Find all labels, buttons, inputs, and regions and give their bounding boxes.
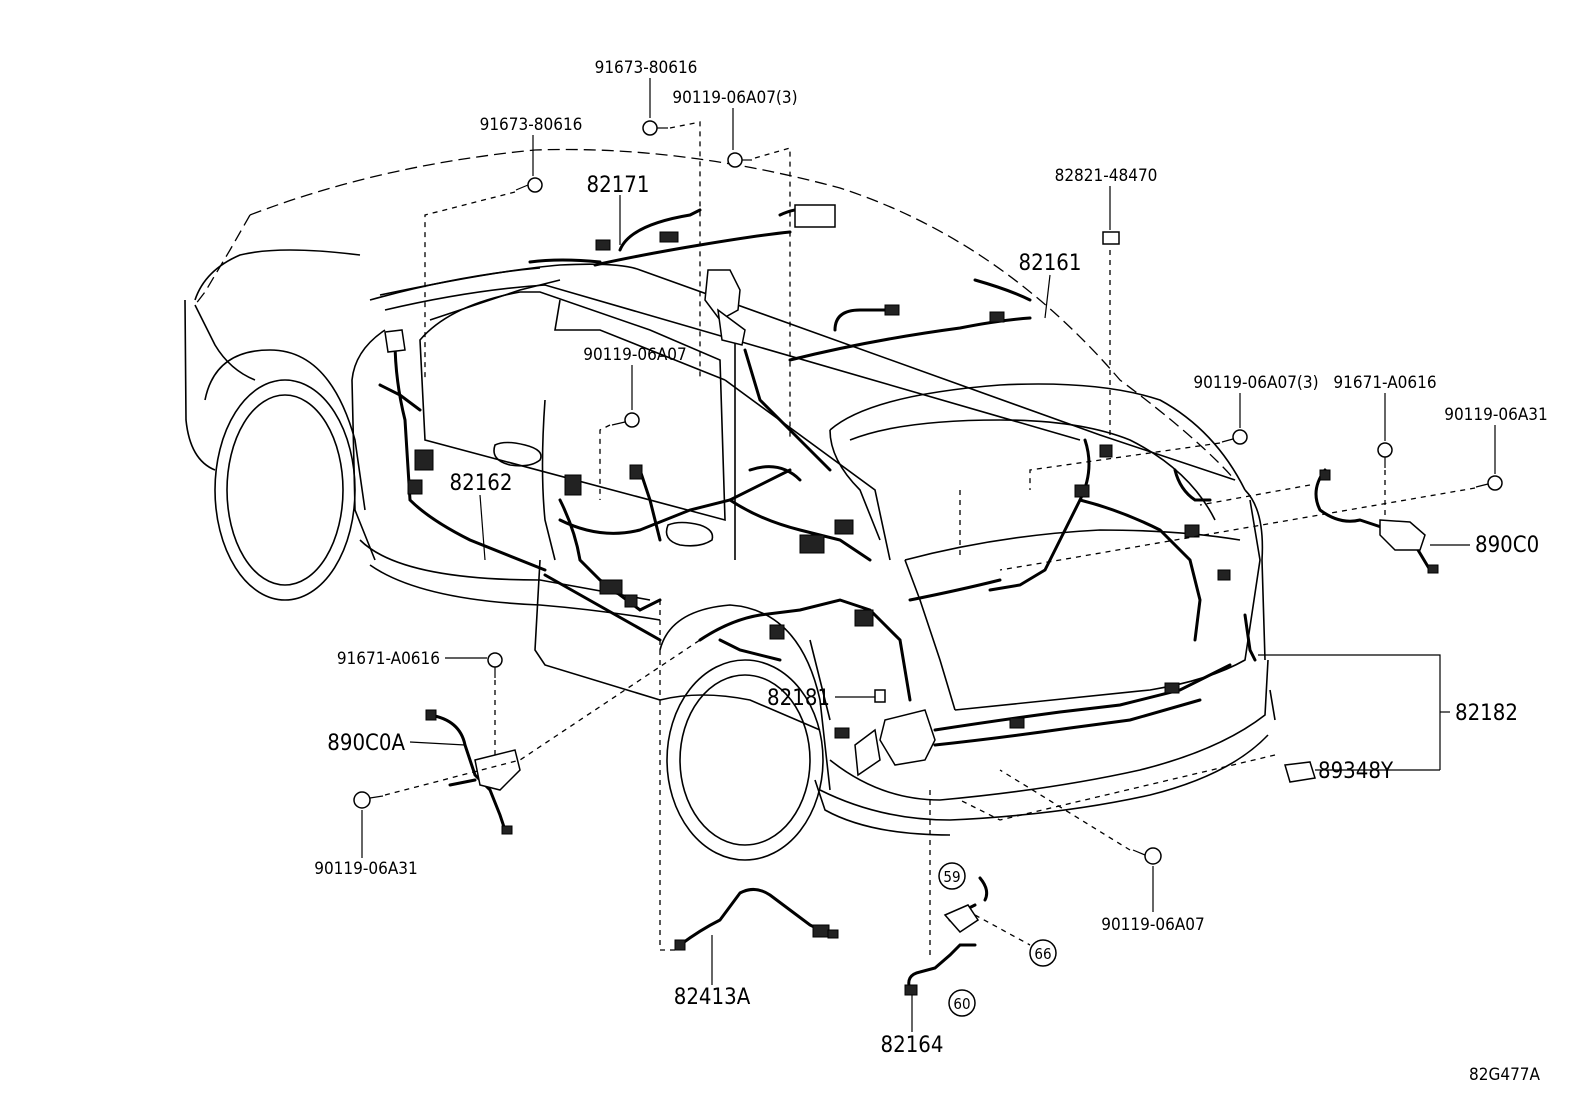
- connector-markers: 59 66 60: [938, 862, 1057, 1017]
- bolt-90119-center: [611, 412, 640, 428]
- callout-91671-A0616-right: 91671-A0616: [1333, 373, 1436, 393]
- callout-82413A: 82413A: [674, 985, 751, 1010]
- callout-91673-80616-top: 91673-80616: [595, 58, 698, 78]
- clip-82821: [1102, 231, 1120, 245]
- callout-90119-06A31-left: 90119-06A31: [314, 859, 418, 879]
- bolt-90119-right: [1221, 429, 1248, 445]
- callout-89348Y: 89348Y: [1318, 759, 1394, 784]
- dashed-guide-lines: [384, 121, 1476, 955]
- leader-lines: [361, 78, 1496, 1032]
- connector-marker-66: 66: [1029, 939, 1057, 967]
- sensor-harness-890C0A: [425, 709, 521, 835]
- bolt-91673-top: [642, 120, 668, 136]
- connector-marker-60: 60: [948, 989, 976, 1017]
- grommet-89348Y: [1284, 761, 1316, 783]
- diagram-code: 82G477A: [1469, 1065, 1540, 1085]
- sensor-harness-890C0: [1314, 468, 1439, 574]
- svg-text:60: 60: [953, 995, 970, 1013]
- callout-82821-48470: 82821-48470: [1055, 166, 1158, 186]
- callout-82181: 82181: [767, 686, 830, 711]
- callout-90119-06A07-3-top: 90119-06A07(3): [672, 88, 797, 108]
- callout-90119-06A07-center: 90119-06A07: [583, 345, 687, 365]
- connector-marker-59: 59: [938, 862, 966, 890]
- callout-82182: 82182: [1455, 701, 1518, 726]
- callout-82171: 82171: [587, 173, 650, 198]
- callout-90119-06A07-bottom: 90119-06A07: [1101, 915, 1205, 935]
- bolt-90119-top: [727, 152, 752, 168]
- harness-82413A: [674, 888, 839, 951]
- callout-90119-06A31-right: 90119-06A31: [1444, 405, 1548, 425]
- bolt-90119-06A31-right: [1475, 475, 1503, 491]
- vehicle-body-outline: [184, 148, 1276, 861]
- callout-90119-06A07-3-right: 90119-06A07(3): [1193, 373, 1318, 393]
- svg-text:66: 66: [1034, 945, 1051, 963]
- bolt-90119-bottom: [1132, 847, 1162, 865]
- svg-text:59: 59: [943, 868, 960, 886]
- callout-82164: 82164: [881, 1033, 944, 1058]
- callout-91673-80616-left: 91673-80616: [480, 115, 583, 135]
- part-callouts: 91673-80616 90119-06A07(3) 91673-80616 8…: [314, 58, 1548, 1058]
- callout-82161: 82161: [1019, 251, 1082, 276]
- bolt-90119-06A31-left: [353, 791, 384, 809]
- callout-82162: 82162: [450, 471, 513, 496]
- bolt-91673-left: [515, 177, 543, 193]
- harness-82164: [904, 876, 989, 996]
- bolt-91671-left: [487, 652, 503, 678]
- callout-890C0: 890C0: [1475, 533, 1539, 558]
- bolt-91671-right: [1377, 442, 1393, 468]
- callout-91671-A0616-left: 91671-A0616: [337, 649, 440, 669]
- loose-parts: [353, 120, 1503, 996]
- callout-890C0A: 890C0A: [327, 731, 405, 756]
